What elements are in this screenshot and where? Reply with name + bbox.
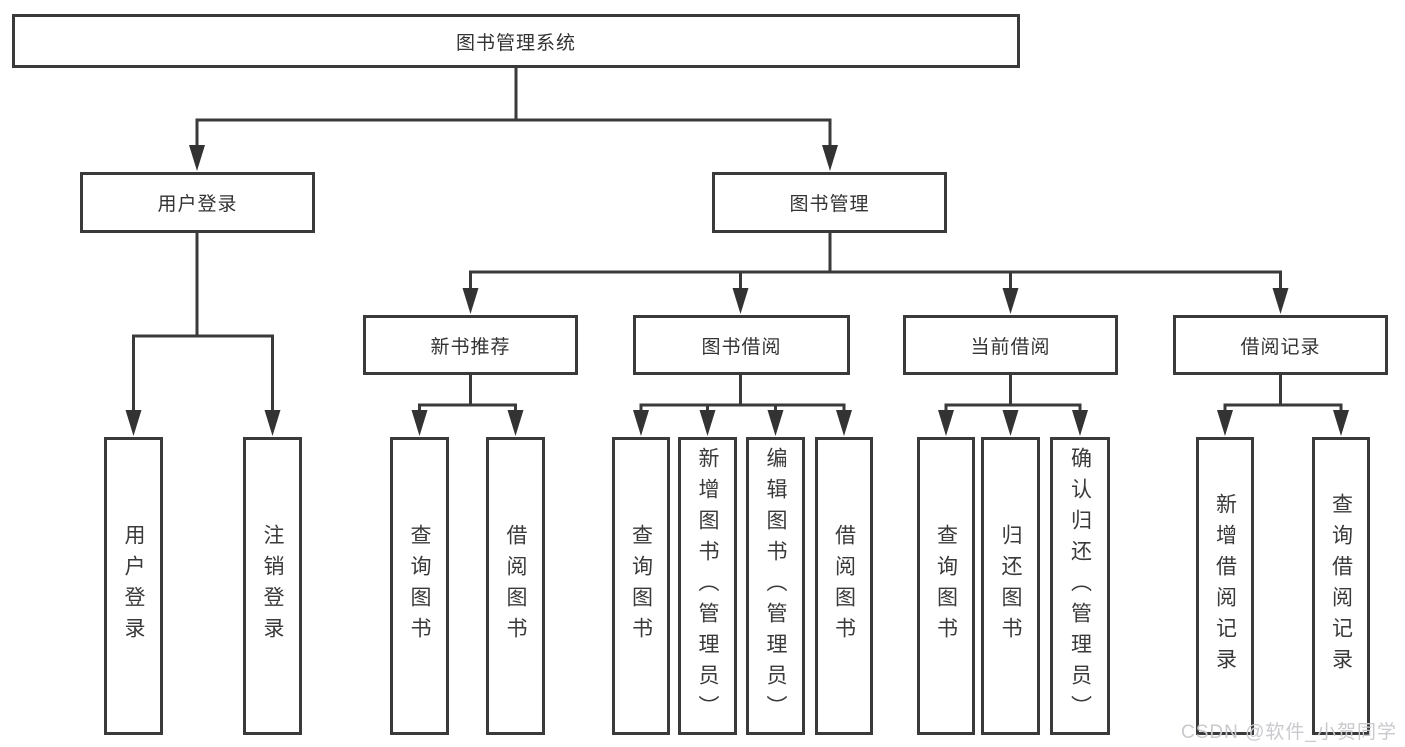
leaf-borrowing-borrow-books: 借阅图书 — [815, 437, 873, 735]
node-label: 新书推荐 — [430, 336, 511, 358]
node-label: 归还图书 — [999, 524, 1022, 648]
leaf-borrowing-edit-books-admin: 编辑图书（管理员） — [746, 437, 805, 735]
node-label: 图书管理 — [789, 194, 870, 215]
node-label: 查询借阅记录 — [1329, 493, 1353, 679]
leaf-current-return-books: 归还图书 — [981, 437, 1040, 735]
node-label: 查询图书 — [934, 524, 958, 648]
leaf-current-confirm-return-admin: 确认归还（管理员） — [1050, 437, 1110, 735]
node-library-management-system: 图书管理系统 — [12, 14, 1020, 68]
node-label: 图书借阅 — [701, 336, 782, 358]
leaf-records-query-borrow-record: 查询借阅记录 — [1312, 437, 1370, 735]
node-label: 当前借阅 — [970, 336, 1051, 358]
leaf-borrowing-query-books: 查询图书 — [612, 437, 670, 735]
node-book-management: 图书管理 — [712, 172, 947, 233]
node-borrow-records: 借阅记录 — [1173, 315, 1388, 375]
leaf-user-login: 用户登录 — [104, 437, 163, 735]
node-label: 新增图书（管理员） — [696, 446, 719, 726]
leaf-current-query-books: 查询图书 — [917, 437, 975, 735]
leaf-logout: 注销登录 — [243, 437, 302, 735]
node-label: 借阅记录 — [1240, 336, 1321, 358]
node-label: 用户登录 — [157, 194, 238, 215]
node-label: 查询图书 — [408, 524, 431, 648]
node-book-borrowing: 图书借阅 — [633, 315, 850, 375]
node-label: 确认归还（管理员） — [1068, 446, 1092, 726]
node-label: 编辑图书（管理员） — [764, 446, 787, 726]
node-label: 注销登录 — [261, 524, 284, 648]
leaf-records-add-borrow-record: 新增借阅记录 — [1196, 437, 1254, 735]
node-label: 图书管理系统 — [455, 32, 576, 54]
node-new-book-recommend: 新书推荐 — [363, 315, 578, 375]
leaf-borrowing-add-books-admin: 新增图书（管理员） — [678, 437, 737, 735]
node-label: 借阅图书 — [832, 524, 856, 648]
node-label: 借阅图书 — [504, 524, 527, 648]
node-current-borrowing: 当前借阅 — [903, 315, 1118, 375]
node-user-login-group: 用户登录 — [80, 172, 315, 233]
node-label: 新增借阅记录 — [1213, 493, 1237, 679]
leaf-newbook-borrow-books: 借阅图书 — [486, 437, 545, 735]
node-label: 用户登录 — [122, 524, 145, 648]
leaf-newbook-query-books: 查询图书 — [390, 437, 449, 735]
node-label: 查询图书 — [629, 524, 653, 648]
